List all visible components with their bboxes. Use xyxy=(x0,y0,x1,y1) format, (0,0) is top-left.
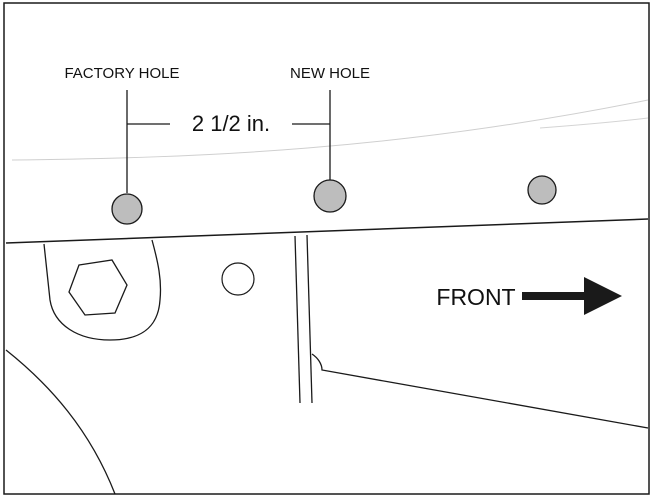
surface-shade-line xyxy=(539,117,649,129)
new-hole xyxy=(313,179,347,213)
hex-bolt-head xyxy=(68,259,128,316)
bracket-outline xyxy=(43,239,162,341)
front-label: FRONT xyxy=(436,284,515,310)
factory-hole xyxy=(111,193,143,225)
lower-panel-edge xyxy=(311,353,649,429)
crossmember-left-edge xyxy=(294,235,301,404)
crossmember-right-edge xyxy=(306,234,313,404)
open-hole xyxy=(221,262,255,296)
diagram-border xyxy=(3,2,650,495)
existing-hole xyxy=(527,175,557,205)
factory-hole-label: FACTORY HOLE xyxy=(64,65,179,82)
surface-edge-line xyxy=(11,99,649,161)
dimension-label: 2 1/2 in. xyxy=(192,111,270,136)
rail-edge-line xyxy=(5,218,649,244)
front-arrow-icon xyxy=(522,277,622,315)
new-hole-label: NEW HOLE xyxy=(290,65,370,82)
lower-left-contour xyxy=(5,349,116,495)
